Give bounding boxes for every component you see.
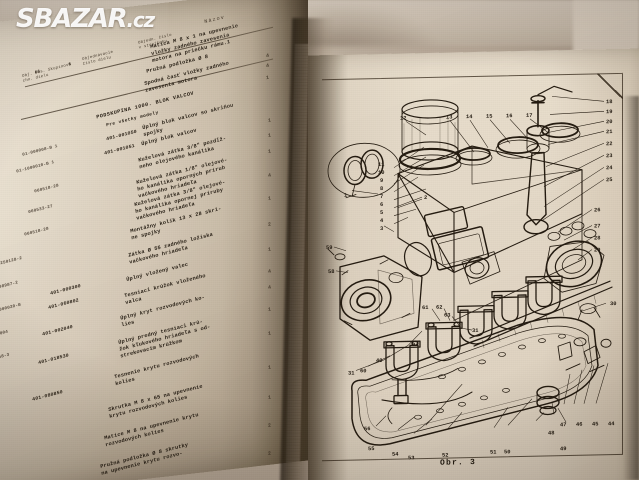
- svg-text:31: 31: [348, 371, 354, 377]
- row-part-number: 401-080850: [32, 390, 64, 403]
- svg-text:8: 8: [380, 186, 383, 192]
- row-group-number: 060518-28: [24, 226, 50, 238]
- row-part-number: 401-002040: [42, 324, 74, 338]
- row-part-number: 401-060802: [48, 298, 80, 311]
- row-qty: 4: [267, 284, 272, 292]
- svg-text:28: 28: [594, 235, 600, 241]
- svg-text:62: 62: [436, 305, 442, 311]
- row-group-number: 060533-27: [28, 204, 54, 216]
- row-part-number: 401-001050: [106, 129, 138, 143]
- svg-text:7: 7: [380, 194, 383, 200]
- svg-text:19: 19: [606, 109, 612, 115]
- svg-text:63: 63: [444, 313, 450, 319]
- svg-text:53: 53: [408, 455, 414, 461]
- column-header-name: Názov: [204, 14, 226, 26]
- svg-text:21: 21: [606, 129, 612, 135]
- svg-text:45: 45: [592, 421, 598, 427]
- sbazar-watermark: SBAZAR.cz: [16, 4, 155, 34]
- svg-text:3: 3: [380, 226, 383, 232]
- svg-text:55: 55: [368, 446, 374, 452]
- row-qty: 1: [265, 74, 270, 82]
- row-qty: 2: [267, 221, 272, 229]
- watermark-domain: .cz: [126, 8, 155, 32]
- row-group-number: 01002058-3: [0, 352, 10, 365]
- svg-text:31: 31: [472, 328, 478, 334]
- svg-text:5: 5: [380, 210, 383, 216]
- row-group-number: 060518-28: [34, 183, 60, 195]
- row-group-number: 01-000008-B 1: [22, 144, 58, 158]
- row-qty: 1: [267, 246, 272, 254]
- svg-text:11: 11: [378, 162, 384, 168]
- svg-text:48: 48: [548, 430, 554, 436]
- row-qty: 1: [267, 132, 272, 140]
- svg-text:61: 61: [422, 305, 428, 311]
- svg-text:20: 20: [606, 119, 612, 125]
- row-qty: 4: [265, 52, 270, 60]
- svg-text:30: 30: [610, 301, 616, 307]
- svg-text:18: 18: [606, 99, 612, 105]
- svg-text:16: 16: [506, 113, 512, 119]
- svg-text:9: 9: [380, 178, 383, 184]
- svg-text:29: 29: [594, 247, 600, 253]
- row-part-number: 401-001051: [104, 143, 136, 157]
- svg-text:58: 58: [328, 269, 334, 275]
- svg-text:17: 17: [526, 113, 532, 119]
- row-qty: 1: [267, 394, 272, 402]
- row-qty: 1: [267, 195, 272, 203]
- row-group-number: 01-1000010-B 1: [16, 160, 55, 175]
- parts-list-table: Obj. ��s. Skupinov� chn. dielu Objednáva…: [0, 0, 308, 480]
- watermark-brand: SBAZAR: [16, 4, 128, 34]
- row-qty: 4: [265, 62, 270, 70]
- row-qty: 1: [267, 364, 272, 372]
- svg-text:59: 59: [326, 245, 332, 251]
- svg-text:2: 2: [424, 195, 427, 201]
- svg-text:46: 46: [576, 422, 582, 428]
- svg-text:27: 27: [594, 223, 600, 229]
- figure-caption: Obr. 3: [439, 457, 477, 468]
- row-group-number: 01-1000020-B: [0, 302, 22, 316]
- svg-text:50: 50: [504, 449, 510, 455]
- row-qty: 2: [267, 450, 272, 458]
- row-qty: 1: [267, 330, 272, 338]
- svg-text:25: 25: [606, 177, 612, 183]
- row-qty: 1: [267, 117, 272, 125]
- row-group-number: 098987-2: [0, 280, 19, 291]
- svg-text:40: 40: [376, 358, 382, 364]
- svg-text:49: 49: [560, 446, 566, 452]
- svg-text:54: 54: [392, 452, 399, 458]
- svg-text:24: 24: [606, 165, 613, 171]
- right-page: 1 2 3 4 5 6 7 8 9 10 11 12 13 14: [308, 48, 639, 480]
- row-group-number: 01000004: [0, 329, 9, 340]
- svg-text:23: 23: [606, 153, 612, 159]
- svg-text:14: 14: [466, 114, 473, 120]
- engine-block-exploded-diagram: 1 2 3 4 5 6 7 8 9 10 11 12 13 14: [322, 73, 622, 461]
- svg-text:12: 12: [400, 115, 406, 121]
- right-edge-shadow: [623, 96, 639, 480]
- svg-text:56: 56: [364, 426, 370, 432]
- svg-text:47: 47: [560, 422, 566, 428]
- row-qty: 2: [267, 422, 272, 430]
- svg-text:6: 6: [380, 202, 383, 208]
- svg-text:10: 10: [378, 170, 384, 176]
- svg-text:26: 26: [594, 207, 600, 213]
- svg-text:4: 4: [380, 218, 384, 224]
- svg-text:57: 57: [412, 341, 418, 347]
- row-qty: 4: [267, 268, 272, 276]
- svg-text:13: 13: [446, 114, 452, 120]
- svg-text:1: 1: [344, 193, 347, 199]
- svg-text:44: 44: [608, 421, 615, 427]
- row-qty: 1: [267, 148, 272, 156]
- row-part-number: 401-000300: [50, 284, 82, 297]
- row-qty: 1: [267, 306, 272, 314]
- svg-text:51: 51: [490, 450, 496, 456]
- left-page: Obj. ��s. Skupinov� chn. dielu Objednáva…: [0, 0, 308, 480]
- svg-text:60: 60: [360, 368, 366, 374]
- row-qty: 4: [267, 172, 272, 180]
- row-group-number: 250128-2: [0, 255, 23, 267]
- svg-text:15: 15: [486, 114, 492, 120]
- svg-text:22: 22: [606, 141, 612, 147]
- row-part-number: 401-018530: [38, 353, 70, 367]
